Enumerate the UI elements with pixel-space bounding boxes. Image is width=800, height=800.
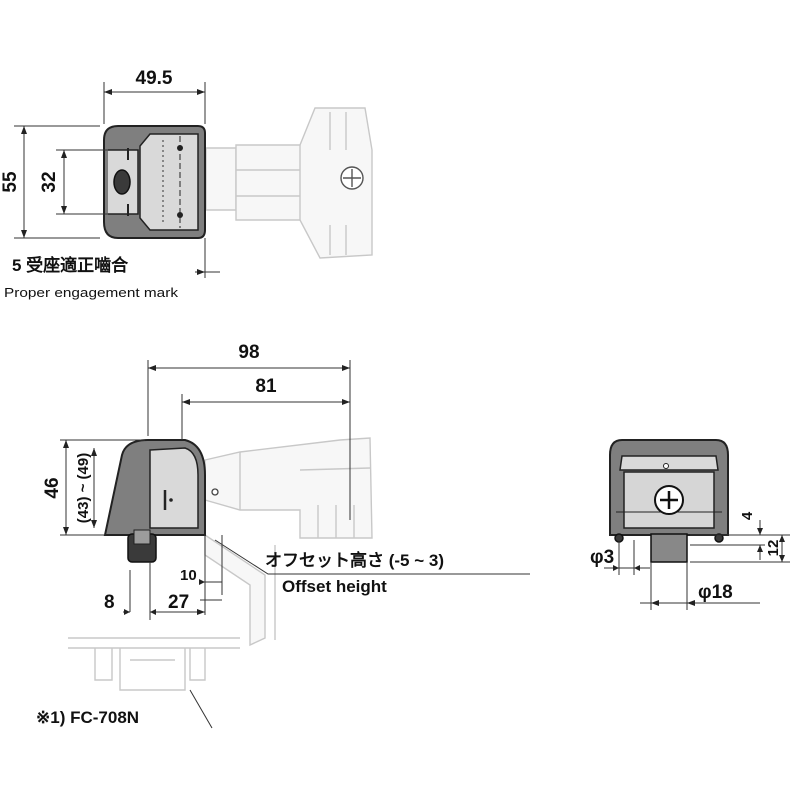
dim-10-text: 10 xyxy=(180,567,197,584)
fc-708n-note-label: ※1) FC-708N xyxy=(36,708,139,727)
side-view-ghost-strike xyxy=(68,637,240,691)
side-height-dim-text: 46 xyxy=(42,477,63,498)
end-view-body xyxy=(609,439,729,563)
offset-height-label-jp: オフセット高さ (-5 ~ 3) xyxy=(265,550,444,570)
side-view-ghost-latch xyxy=(204,437,373,647)
engagement-mark-label-jp: 5 受座適正嚙合 xyxy=(12,255,129,275)
side-view: 98 81 46 (43) ~ (49) オフセット高さ (-5 ~ 3) Of… xyxy=(36,342,530,729)
top-width-dim-text: 49.5 xyxy=(136,68,173,89)
top-view: 49.5 55 32 5 受座適正嚙合 Proper engagement ma… xyxy=(0,68,373,300)
reach-dim-text: 81 xyxy=(255,376,277,397)
engagement-mark-label-en: Proper engagement mark xyxy=(4,285,179,300)
dim-phi18-text: φ18 xyxy=(698,582,733,603)
top-height-dim-text: 55 xyxy=(0,171,21,193)
overall-length-dim-text: 98 xyxy=(238,342,259,363)
top-view-body xyxy=(103,125,206,239)
side-view-dimensions: 98 81 46 (43) ~ (49) xyxy=(42,342,530,620)
dim-12-text: 12 xyxy=(765,540,782,557)
side-height-range-dim-text: (43) ~ (49) xyxy=(75,453,92,523)
top-inner-height-dim-text: 32 xyxy=(39,171,60,192)
end-view-dimensions: 4 12 φ3 φ18 xyxy=(590,511,790,610)
top-view-ghost-latch xyxy=(205,107,373,259)
offset-height-label-en: Offset height xyxy=(282,577,387,596)
top-view-dimensions: 49.5 55 32 xyxy=(0,68,220,278)
dim-8-text: 8 xyxy=(104,592,115,613)
dim-4-text: 4 xyxy=(739,511,756,520)
side-view-body xyxy=(103,439,219,563)
end-view: 4 12 φ3 φ18 xyxy=(590,439,790,610)
dim-phi3-text: φ3 xyxy=(590,547,614,568)
dim-27-text: 27 xyxy=(168,592,189,613)
